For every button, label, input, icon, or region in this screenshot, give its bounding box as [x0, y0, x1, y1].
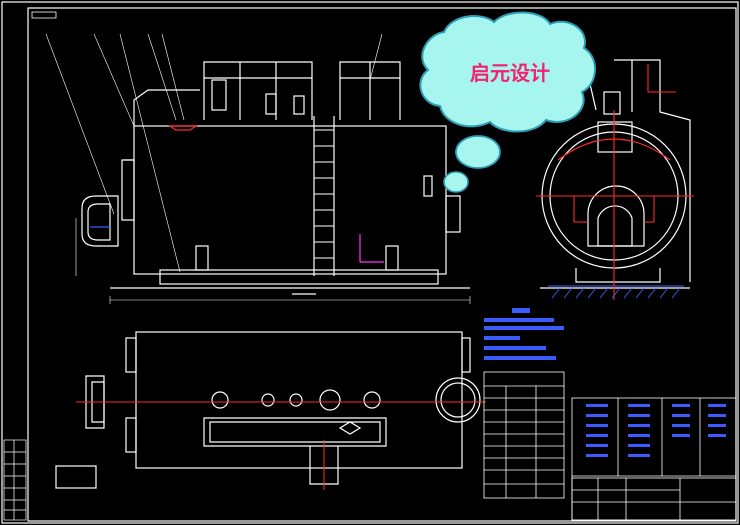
- top-centerline: [76, 401, 486, 490]
- cloud-puff-large: [455, 135, 501, 169]
- parts-list-table: [483, 371, 565, 499]
- watermark-text: 启元设计: [470, 61, 550, 85]
- watermark-cloud: 启元设计: [419, 11, 596, 193]
- cloud-puff-small: [443, 171, 469, 193]
- top-plan-view: [55, 331, 481, 489]
- margin-table: [3, 439, 27, 521]
- side-centerlines: [536, 64, 694, 300]
- side-ground-hatch: [548, 285, 684, 299]
- front-elevation-view: [45, 33, 471, 304]
- title-block: [571, 477, 737, 521]
- front-annotations: [90, 125, 384, 263]
- technical-notes: [484, 308, 564, 360]
- schedule-rows: [586, 404, 726, 457]
- cloud-shape: [419, 11, 596, 133]
